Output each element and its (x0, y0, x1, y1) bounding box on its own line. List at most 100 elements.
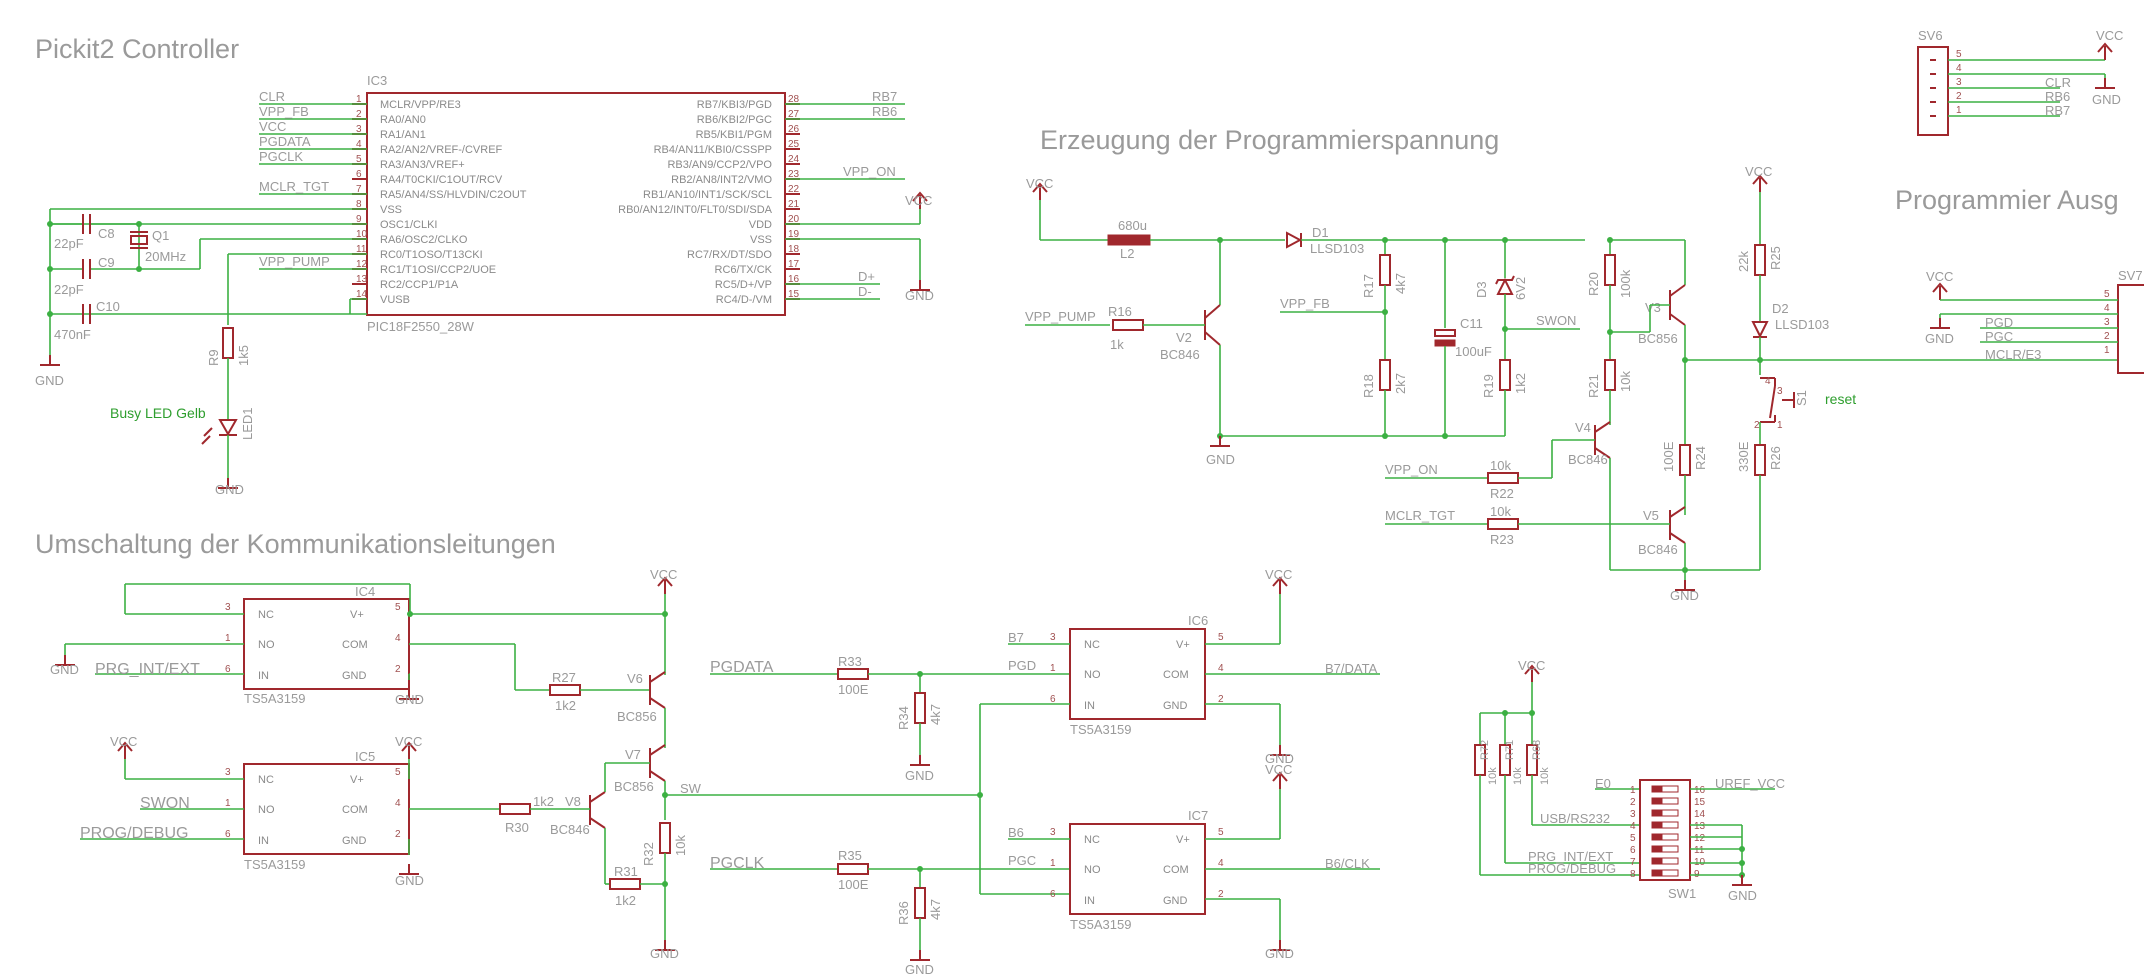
svg-text:3: 3 (2104, 317, 2110, 328)
pin-name: RA5/AN4/SS/HLVDIN/C2OUT (380, 189, 527, 201)
svg-text:S1: S1 (1794, 390, 1809, 406)
svg-text:NO: NO (258, 804, 275, 816)
svg-text:R9: R9 (206, 349, 221, 366)
pin-name: RC7/RX/DT/SDO (687, 249, 772, 261)
svg-text:10k: 10k (1487, 767, 1499, 785)
capacitor-c9: C9 22pF (50, 255, 139, 297)
svg-text:6V2: 6V2 (1513, 277, 1528, 300)
net-vpp-pump-b: VPP_PUMP (1025, 309, 1096, 324)
transistor-v4: V4 BC846 (1568, 420, 1611, 467)
svg-text:R21: R21 (1586, 374, 1601, 398)
sw1-pin-right: 12 (1694, 833, 1706, 844)
svg-text:TS5A3159: TS5A3159 (244, 857, 305, 872)
sw1-pin-left: 6 (1630, 845, 1636, 856)
svg-text:1: 1 (225, 633, 231, 644)
pin-number: 12 (356, 259, 368, 270)
svg-text:R23: R23 (1490, 532, 1514, 547)
net-rb7: RB7 (872, 89, 897, 104)
pin-number: 1 (356, 94, 362, 105)
svg-text:Q1: Q1 (152, 228, 169, 243)
pin-name: VSS (380, 204, 402, 216)
vcc-label-sv7: VCC (1926, 269, 1953, 284)
svg-text:BC846: BC846 (1568, 452, 1608, 467)
ic3-pin-25: 25 RB4/AN11/KBI0/CSSPP (654, 139, 800, 156)
pin-number: 4 (356, 139, 362, 150)
svg-text:1k2: 1k2 (533, 794, 554, 809)
svg-text:V+: V+ (350, 609, 364, 621)
pin-number: 6 (356, 169, 362, 180)
svg-text:4k7: 4k7 (1393, 273, 1408, 294)
net-pgclk-b: PGCLK (710, 855, 765, 872)
svg-text:10k: 10k (1539, 767, 1551, 785)
svg-text:R20: R20 (1586, 272, 1601, 296)
svg-text:4: 4 (1218, 663, 1224, 674)
svg-text:L2: L2 (1120, 246, 1134, 261)
svg-text:R19: R19 (1481, 374, 1496, 398)
pin-number: 7 (356, 184, 362, 195)
gnd-label-sv6: GND (2092, 92, 2121, 107)
svg-text:C9: C9 (98, 255, 115, 270)
pin-name: RA0/AN0 (380, 114, 426, 126)
svg-text:COM: COM (1163, 864, 1189, 876)
svg-text:20MHz: 20MHz (145, 249, 186, 264)
svg-text:10k: 10k (1490, 504, 1511, 519)
svg-text:1k: 1k (1110, 337, 1124, 352)
pin-number: 18 (788, 244, 800, 255)
pin-name: RB4/AN11/KBI0/CSSPP (654, 144, 772, 156)
svg-text:2k7: 2k7 (1393, 373, 1408, 394)
svg-text:GND: GND (905, 962, 934, 977)
crystal-q1: Q1 20MHz (130, 224, 186, 269)
svg-text:5: 5 (2104, 289, 2110, 300)
svg-text:PRG_INT/EXT: PRG_INT/EXT (1528, 849, 1613, 864)
svg-text:GND: GND (342, 670, 367, 682)
svg-text:R32: R32 (641, 842, 656, 866)
pin-name: RC2/CCP1/P1A (380, 279, 459, 291)
svg-text:470nF: 470nF (54, 327, 91, 342)
svg-text:BC846: BC846 (1638, 542, 1678, 557)
pin-number: 25 (788, 139, 800, 150)
svg-text:10k: 10k (1490, 458, 1511, 473)
svg-text:GND: GND (650, 946, 679, 961)
sw1-pin-right: 16 (1694, 785, 1706, 796)
svg-text:1k5: 1k5 (236, 345, 251, 366)
svg-text:NC: NC (258, 609, 274, 621)
svg-text:PGC: PGC (1008, 853, 1036, 868)
transistor-v2: V2 BC846 (1160, 304, 1221, 362)
svg-text:C10: C10 (96, 299, 120, 314)
sw1-pin-right: 14 (1694, 809, 1706, 820)
sw1-pin-right: 13 (1694, 821, 1706, 832)
transistor-v8: V8 BC846 (550, 791, 606, 837)
gnd-label-ic3: GND (905, 288, 934, 303)
pin-number: 20 (788, 214, 800, 225)
svg-text:GND: GND (1265, 946, 1294, 961)
gnd-label-v5: GND (1670, 588, 1699, 603)
svg-text:TS5A3159: TS5A3159 (244, 691, 305, 706)
ic3-pin-18: 18 RC7/RX/DT/SDO (687, 244, 800, 261)
svg-text:GND: GND (50, 662, 79, 677)
svg-text:6: 6 (225, 664, 231, 675)
svg-text:R30: R30 (505, 820, 529, 835)
svg-text:VCC: VCC (110, 734, 137, 749)
reset-switch-s1: 4 3 2 1 S1 reset (1754, 376, 1856, 431)
pin-name: RB5/KBI1/PGM (696, 129, 772, 141)
pin-name: RA4/T0CKI/C1OUT/RCV (380, 174, 503, 186)
svg-text:LED1: LED1 (240, 407, 255, 440)
svg-text:VCC: VCC (1518, 658, 1545, 673)
svg-text:NC: NC (1084, 639, 1100, 651)
svg-text:R72: R72 (1479, 740, 1491, 760)
vcc-label-vpp: VCC (1026, 176, 1053, 191)
pin-name: RC5/D+/VP (715, 279, 772, 291)
svg-text:VCC: VCC (1265, 567, 1292, 582)
svg-text:D1: D1 (1312, 225, 1329, 240)
svg-text:R25: R25 (1768, 246, 1783, 270)
pin-number: 19 (788, 229, 800, 240)
svg-text:GND: GND (1265, 751, 1294, 766)
svg-text:R68: R68 (1531, 740, 1543, 760)
